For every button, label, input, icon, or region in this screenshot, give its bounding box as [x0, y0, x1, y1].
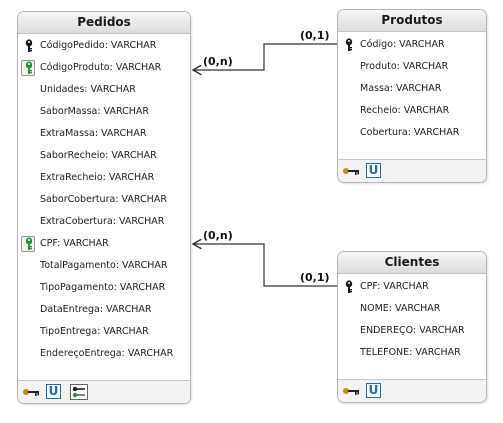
- field-row[interactable]: SaborMassa: VARCHAR: [18, 104, 190, 120]
- entity-footer: U: [338, 159, 486, 182]
- field-label: CPF: VARCHAR: [40, 238, 109, 249]
- field-label: TipoEntrega: VARCHAR: [40, 326, 149, 337]
- field-row[interactable]: CódigoPedido: VARCHAR: [18, 38, 190, 54]
- field-label: ExtraRecheio: VARCHAR: [40, 172, 155, 183]
- field-label: EndereçoEntrega: VARCHAR: [40, 348, 174, 359]
- field-label: NOME: VARCHAR: [360, 303, 441, 314]
- primary-key-icon: [343, 38, 355, 52]
- field-row[interactable]: CPF: VARCHAR: [338, 279, 486, 295]
- field-row[interactable]: TipoEntrega: VARCHAR: [18, 324, 190, 340]
- field-row[interactable]: TELEFONE: VARCHAR: [338, 345, 486, 361]
- field-row[interactable]: EndereçoEntrega: VARCHAR: [18, 346, 190, 362]
- cardinality-pedidos-produtos: (0,n): [203, 55, 233, 68]
- field-label: Recheio: VARCHAR: [360, 105, 450, 116]
- field-label: Produto: VARCHAR: [360, 61, 449, 72]
- field-row[interactable]: SaborCobertura: VARCHAR: [18, 192, 190, 208]
- entity-clientes[interactable]: Clientes CPF: VARCHAR NOME: VARCHAR ENDERE…: [337, 251, 487, 403]
- field-label: CódigoProduto: VARCHAR: [40, 62, 162, 73]
- field-label: Código: VARCHAR: [360, 39, 445, 50]
- primary-key-icon: [23, 39, 35, 53]
- field-label: Unidades: VARCHAR: [40, 84, 136, 95]
- field-label: SaborCobertura: VARCHAR: [40, 194, 167, 205]
- clientes-pedidos-line: [193, 244, 338, 287]
- field-row[interactable]: TotalPagamento: VARCHAR: [18, 258, 190, 274]
- field-row[interactable]: SaborRecheio: VARCHAR: [18, 148, 190, 164]
- field-row[interactable]: CódigoProduto: VARCHAR: [18, 60, 190, 76]
- field-label: TELEFONE: VARCHAR: [360, 347, 461, 358]
- field-row[interactable]: Unidades: VARCHAR: [18, 82, 190, 98]
- field-label: ENDEREÇO: VARCHAR: [360, 325, 465, 336]
- entity-title: Pedidos: [18, 12, 190, 34]
- primary-key-icon: [343, 280, 355, 294]
- field-label: ExtraCobertura: VARCHAR: [40, 216, 165, 227]
- field-row[interactable]: TipoPagamento: VARCHAR: [18, 280, 190, 296]
- entity-title: Clientes: [338, 252, 486, 274]
- entity-title: Produtos: [338, 10, 486, 32]
- cardinality-pedidos-clientes: (0,n): [203, 229, 233, 242]
- unique-icon[interactable]: U: [366, 383, 384, 399]
- field-label: DataEntrega: VARCHAR: [40, 304, 152, 315]
- field-label: Massa: VARCHAR: [360, 83, 442, 94]
- field-row[interactable]: ExtraMassa: VARCHAR: [18, 126, 190, 142]
- entity-pedidos[interactable]: Pedidos CódigoPedido: VARCHAR CódigoProdu…: [17, 11, 191, 404]
- field-row[interactable]: Recheio: VARCHAR: [338, 103, 486, 119]
- key-icon[interactable]: [342, 383, 360, 399]
- field-label: CódigoPedido: VARCHAR: [40, 40, 157, 51]
- field-label: ExtraMassa: VARCHAR: [40, 128, 147, 139]
- field-row[interactable]: ExtraCobertura: VARCHAR: [18, 214, 190, 230]
- field-row[interactable]: CPF: VARCHAR: [18, 236, 190, 252]
- cardinality-clientes: (0,1): [300, 271, 330, 284]
- entity-footer: U: [338, 379, 486, 402]
- key-icon[interactable]: [342, 163, 360, 179]
- field-label: Cobertura: VARCHAR: [360, 127, 460, 138]
- field-label: SaborMassa: VARCHAR: [40, 106, 149, 117]
- key-icon[interactable]: [22, 384, 40, 400]
- field-label: SaborRecheio: VARCHAR: [40, 150, 157, 161]
- field-row[interactable]: NOME: VARCHAR: [338, 301, 486, 317]
- field-row[interactable]: Cobertura: VARCHAR: [338, 125, 486, 141]
- field-row[interactable]: Massa: VARCHAR: [338, 81, 486, 97]
- entity-footer: U: [18, 380, 190, 403]
- field-row[interactable]: DataEntrega: VARCHAR: [18, 302, 190, 318]
- field-label: TotalPagamento: VARCHAR: [40, 260, 168, 271]
- foreign-key-icon[interactable]: [70, 384, 88, 400]
- field-row[interactable]: Código: VARCHAR: [338, 37, 486, 53]
- field-row[interactable]: ENDEREÇO: VARCHAR: [338, 323, 486, 339]
- produtos-pedidos-line: [193, 43, 338, 70]
- unique-icon[interactable]: U: [366, 163, 384, 179]
- foreign-key-icon: [21, 236, 35, 252]
- cardinality-produtos: (0,1): [300, 29, 330, 42]
- foreign-key-icon: [21, 60, 35, 76]
- entity-produtos[interactable]: Produtos Código: VARCHAR Produto: VARCHAR…: [337, 9, 487, 183]
- field-label: CPF: VARCHAR: [360, 281, 429, 292]
- unique-icon[interactable]: U: [46, 384, 64, 400]
- field-label: TipoPagamento: VARCHAR: [40, 282, 166, 293]
- field-row[interactable]: ExtraRecheio: VARCHAR: [18, 170, 190, 186]
- field-row[interactable]: Produto: VARCHAR: [338, 59, 486, 75]
